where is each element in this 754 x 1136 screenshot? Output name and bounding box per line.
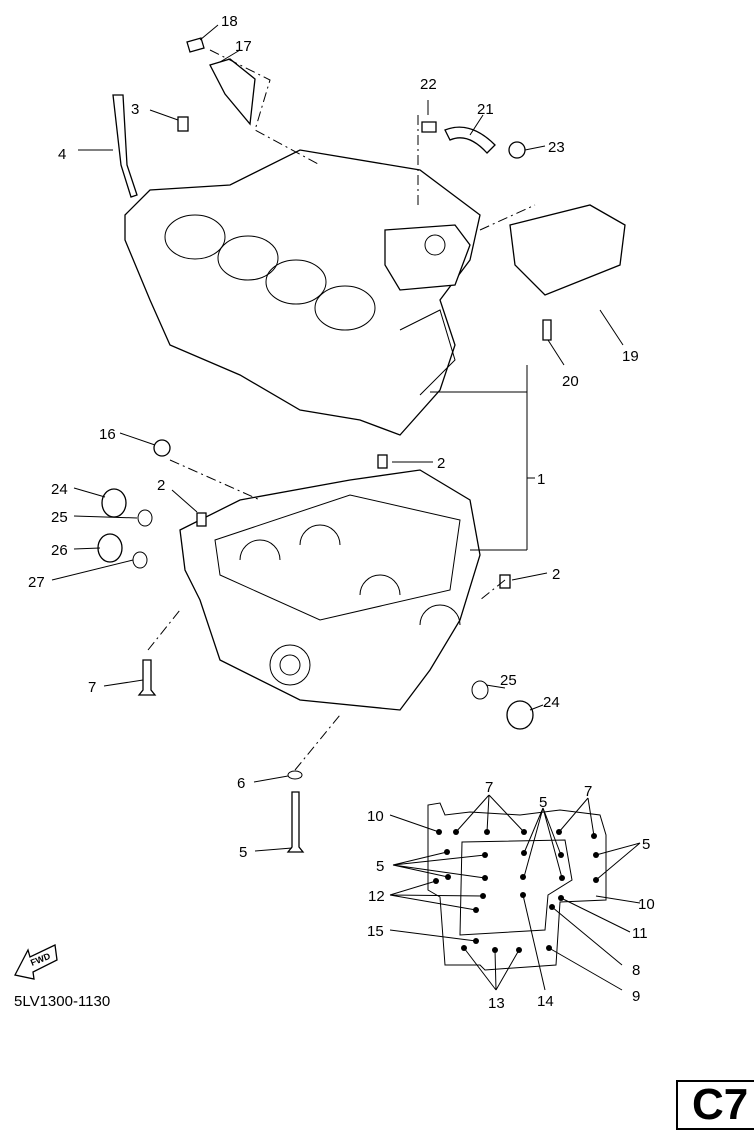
- upper-crankcase: [124, 149, 481, 436]
- callout: 1: [537, 471, 545, 488]
- callout: 18: [221, 13, 238, 30]
- callout: 4: [58, 146, 66, 163]
- page-label: C7: [692, 1080, 749, 1129]
- callout: 26: [51, 542, 68, 559]
- callout: 27: [28, 574, 45, 591]
- callout: 5: [642, 836, 650, 853]
- callout: 20: [562, 373, 579, 390]
- assembly-lines: [147, 49, 536, 771]
- callout: 6: [237, 775, 245, 792]
- callout: 22: [420, 76, 437, 93]
- callout: 16: [99, 426, 116, 443]
- callout: 24: [543, 694, 560, 711]
- callout: 7: [584, 783, 592, 800]
- callout: 19: [622, 348, 639, 365]
- callout: 14: [537, 993, 554, 1010]
- callout: 25: [500, 672, 517, 689]
- callout: 5: [376, 858, 384, 875]
- callout: 12: [368, 888, 385, 905]
- callout-labels: 18 17 22 21 23 3 4 19 20 16 2 1 24 2 25 …: [28, 13, 655, 1012]
- diagram-code: 5LV1300-1130: [14, 993, 111, 1010]
- callout: 23: [548, 139, 565, 156]
- callout: 7: [88, 679, 96, 696]
- callout: 21: [477, 101, 494, 118]
- callout: 10: [638, 896, 655, 913]
- callout: 2: [437, 455, 445, 472]
- bolt-tightening-inset: [389, 794, 641, 991]
- callout: 11: [632, 925, 648, 942]
- small-parts: [97, 37, 626, 853]
- callout: 10: [367, 808, 384, 825]
- callout: 7: [485, 779, 493, 796]
- callout: 3: [131, 101, 139, 118]
- leader-lines: [51, 24, 624, 852]
- callout: 13: [488, 995, 505, 1012]
- fwd-arrow-icon: FWD: [14, 944, 58, 980]
- lower-crankcase: [179, 469, 481, 711]
- callout: 8: [632, 962, 640, 979]
- callout: 17: [235, 38, 252, 55]
- page-label-box: C7: [676, 1080, 754, 1130]
- callout: 24: [51, 481, 68, 498]
- callout: 15: [367, 923, 384, 940]
- callout: 5: [239, 844, 247, 861]
- callout: 2: [157, 477, 165, 494]
- callout: 9: [632, 988, 640, 1005]
- callout: 5: [539, 794, 547, 811]
- callout: 25: [51, 509, 68, 526]
- callout: 2: [552, 566, 560, 583]
